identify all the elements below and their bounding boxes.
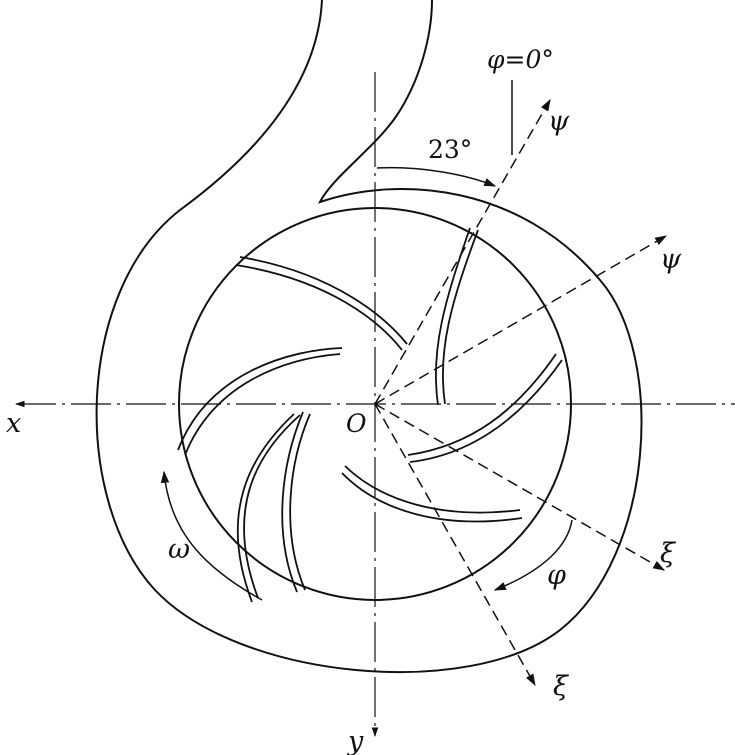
omega-rotation-arc xyxy=(160,470,263,601)
blade xyxy=(409,359,563,463)
blade xyxy=(434,227,471,406)
phi-angle-arc xyxy=(493,519,573,591)
x-axis-label: x xyxy=(6,408,21,439)
psi-right-label: ψ xyxy=(660,244,682,275)
psi-axis-right xyxy=(374,235,668,405)
phi-zero-label: φ=0° xyxy=(487,45,554,74)
blade xyxy=(407,353,557,456)
angle-23-label: 23° xyxy=(428,135,472,164)
impeller-blades xyxy=(177,227,563,603)
xi-axis-lower xyxy=(374,403,536,687)
blade xyxy=(184,353,341,456)
xi-lower-label: ξ xyxy=(553,671,569,702)
psi-upper-label: ψ xyxy=(548,106,570,137)
volute-casing xyxy=(95,0,643,674)
blade xyxy=(177,347,343,451)
omega-label: ω xyxy=(168,534,190,565)
y-axis-label: y xyxy=(347,726,364,755)
xi-axis-right xyxy=(374,403,666,571)
blade xyxy=(243,414,301,599)
blade xyxy=(281,411,304,593)
blade xyxy=(442,229,479,405)
angle-23-arc xyxy=(376,166,497,187)
blade xyxy=(235,264,403,351)
blade xyxy=(344,465,521,514)
blade xyxy=(289,413,311,591)
blade xyxy=(239,256,408,345)
xi-right-label: ξ xyxy=(660,538,676,569)
origin-label: O xyxy=(346,409,367,438)
blade xyxy=(341,472,523,523)
psi-axis-upper xyxy=(374,98,551,405)
phi-angle-label: φ xyxy=(547,560,566,591)
blade xyxy=(236,413,295,603)
